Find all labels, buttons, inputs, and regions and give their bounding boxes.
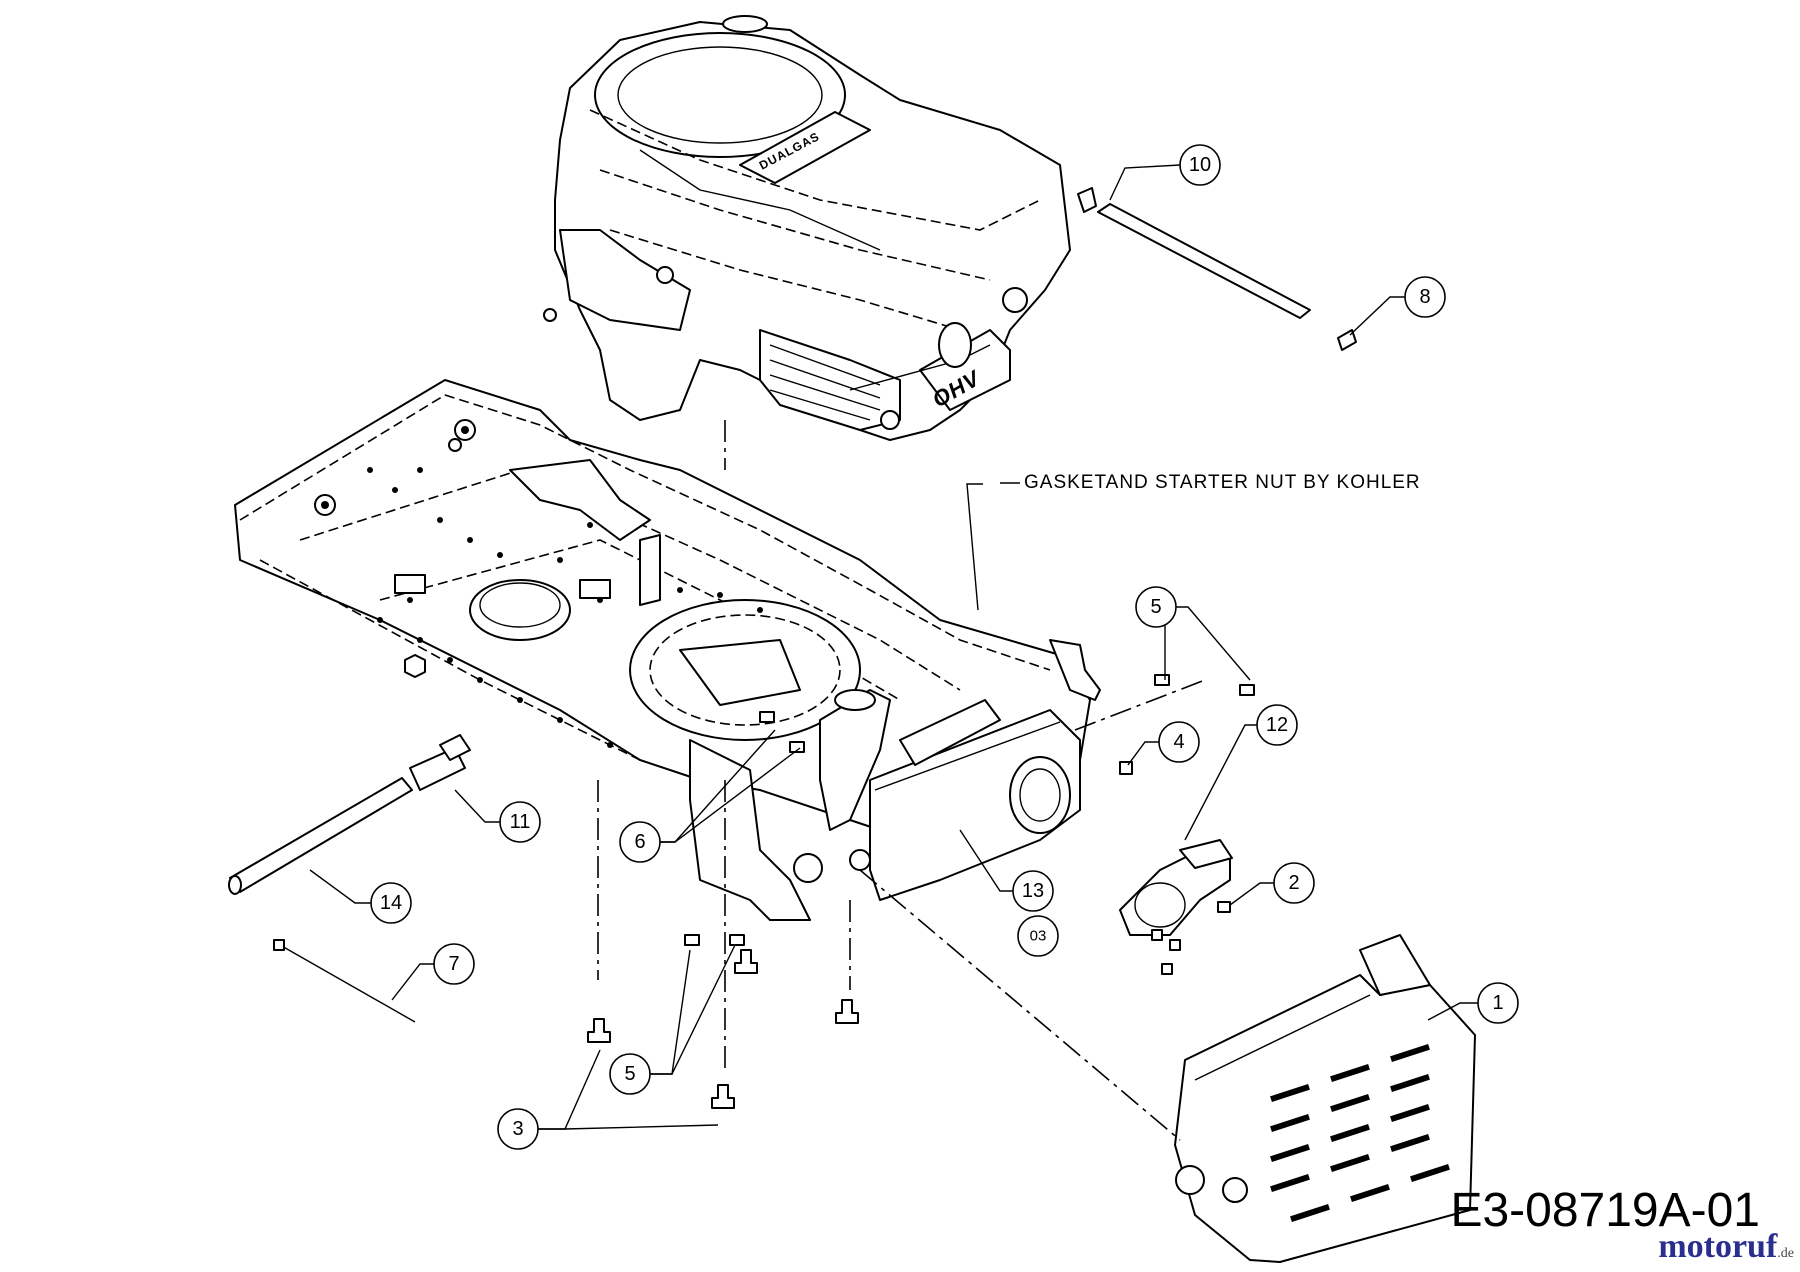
- leader-lines: [309, 164, 1478, 1130]
- svg-text:12: 12: [1266, 714, 1288, 736]
- callout-3: 3: [497, 1108, 539, 1150]
- engine: DUALGAS OHV: [543, 15, 1071, 441]
- watermark: motoruf.de: [1658, 1228, 1794, 1265]
- muffler: [819, 689, 1081, 901]
- callout-5-bottom: 5: [609, 1053, 651, 1095]
- callout-2: 2: [1273, 862, 1315, 904]
- callout-6: 6: [619, 821, 661, 863]
- clamp-8: [1337, 329, 1357, 351]
- drawing-code: E3-08719A-01: [1450, 1184, 1760, 1237]
- svg-text:14: 14: [380, 892, 402, 914]
- bolts: [587, 674, 1255, 1109]
- callout-5-top: 5: [1135, 586, 1177, 628]
- svg-text:7: 7: [448, 953, 459, 975]
- callout-10: 10: [1179, 144, 1221, 186]
- svg-text:5: 5: [1150, 596, 1161, 618]
- svg-text:3: 3: [512, 1118, 523, 1140]
- callout-14: 14: [370, 882, 412, 924]
- callout-11: 11: [499, 801, 541, 843]
- svg-text:10: 10: [1189, 154, 1211, 176]
- callout-12: 12: [1256, 704, 1298, 746]
- callout-1: 1: [1477, 982, 1519, 1024]
- heat-shield: [1174, 934, 1476, 1263]
- callout-03: 03: [1017, 915, 1059, 957]
- fuel-line-14: [228, 777, 413, 895]
- fuel-filter-11: [409, 734, 471, 791]
- callout-13: 13: [1012, 870, 1054, 912]
- svg-text:1: 1: [1492, 992, 1503, 1014]
- svg-text:03: 03: [1030, 928, 1047, 945]
- svg-text:2: 2: [1288, 872, 1299, 894]
- spark-deflector: [1119, 839, 1233, 936]
- svg-text:4: 4: [1173, 731, 1184, 753]
- svg-text:8: 8: [1419, 286, 1430, 308]
- callout-7: 7: [433, 943, 475, 985]
- cable-tie-7: [273, 939, 416, 1023]
- callout-8: 8: [1404, 276, 1446, 318]
- fuel-line-10: [1077, 187, 1311, 319]
- svg-text:11: 11: [510, 811, 531, 833]
- kohler-note: GASKETAND STARTER NUT BY KOHLER: [1024, 472, 1421, 493]
- svg-text:13: 13: [1022, 880, 1044, 902]
- svg-text:5: 5: [624, 1063, 635, 1085]
- svg-text:6: 6: [634, 831, 645, 853]
- callout-4: 4: [1158, 721, 1200, 763]
